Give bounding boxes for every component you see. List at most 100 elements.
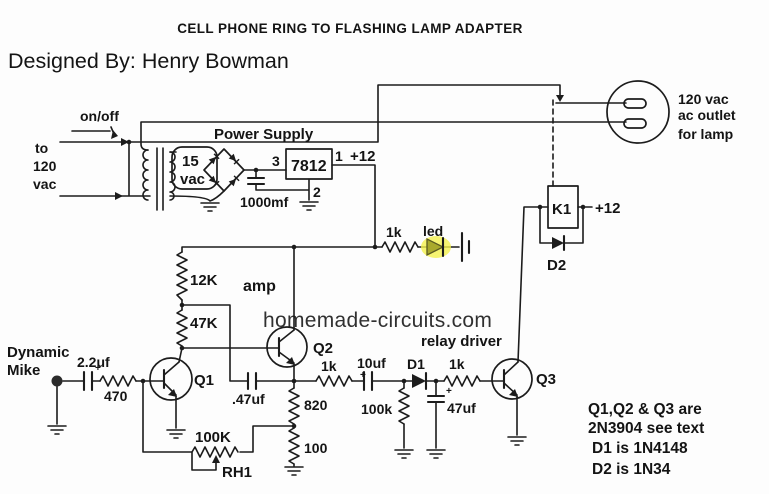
cap-1000mf: [246, 176, 266, 186]
resistor-100: [288, 427, 300, 465]
label-amp: amp: [243, 278, 276, 295]
label-15: 15: [182, 153, 199, 170]
label-dynamic: Dynamic: [7, 344, 70, 361]
label-1000mf: 1000mf: [240, 194, 289, 210]
ground-regulator: [299, 201, 319, 211]
cap-2.2uf: [82, 370, 94, 392]
ground-symbols: [47, 201, 527, 476]
label-1k-led: 1k: [386, 224, 402, 240]
ground-47uf: [426, 449, 446, 459]
label-pin1: 1: [335, 148, 343, 164]
resistor-1k-led: [381, 241, 419, 253]
label-plus12-relay: +12: [595, 200, 620, 217]
resistor-47k: [176, 309, 188, 347]
label-100k-shunt: 100k: [361, 401, 392, 417]
resistor-1k-base: [443, 375, 481, 387]
diode-d1: [412, 371, 428, 391]
ground-q1: [166, 429, 186, 439]
flow-arrows: [71, 95, 564, 463]
label-q2: Q2: [313, 340, 333, 357]
arrow-input-bottom: [115, 192, 123, 200]
label-d2: D2: [547, 257, 566, 274]
plus-2.2uf: +: [95, 363, 101, 374]
junction-dots: [126, 139, 586, 429]
note-line-4: D2 is 1N34: [592, 461, 671, 478]
label-relay-driver: relay driver: [421, 333, 502, 350]
transformer-core: [156, 147, 164, 211]
cap-0.47uf: [246, 371, 258, 391]
label-power-supply: Power Supply: [214, 126, 314, 143]
watermark: homemade-circuits.com: [263, 309, 492, 332]
outlet-label-3: for lamp: [678, 126, 733, 142]
resistor-1k-series: [315, 375, 353, 387]
label-plus12-supply: +12: [350, 148, 375, 165]
capacitors: [82, 176, 446, 404]
label-d1: D1: [407, 356, 425, 372]
resistors: [99, 241, 481, 465]
label-vac: vac: [33, 176, 57, 192]
label-rh1: RH1: [222, 464, 252, 481]
led-indicator: [421, 231, 471, 263]
resistor-100k-shunt: [398, 387, 410, 425]
resistor-470: [99, 375, 137, 387]
label-470: 470: [104, 388, 128, 404]
transistor-q3: [491, 358, 533, 400]
label-12k: 12K: [190, 272, 218, 289]
label-2.2uf: 2.2uf: [77, 354, 110, 370]
label-047uf: .47uf: [232, 391, 265, 407]
arrow-rail-to-contact: [556, 95, 564, 102]
ground-mike: [47, 425, 67, 435]
bridge-diamond: [203, 148, 245, 192]
label-led: led: [423, 223, 443, 239]
resistor-820: [288, 387, 300, 425]
label-sec-vac: vac: [180, 171, 205, 188]
label-on-off: on/off: [80, 108, 119, 124]
dynamic-mike-symbol: [51, 375, 63, 387]
label-47k: 47K: [190, 315, 218, 332]
outlet-slot-top: [623, 98, 647, 109]
ground-bridge: [200, 202, 220, 212]
bridge-rectifier: [203, 148, 245, 192]
potentiometer-100k: [191, 446, 239, 458]
label-pin3: 3: [272, 153, 280, 169]
regulator-7812-box: [285, 148, 333, 180]
cap-10uf: [362, 370, 374, 392]
signal-wires: [56, 206, 593, 471]
wire-network: [56, 84, 627, 471]
transformer: [142, 147, 176, 211]
label-to: to: [35, 140, 48, 156]
transistor-q2: [266, 326, 308, 368]
plus-47uf: +: [446, 386, 452, 397]
label-mike: Mike: [7, 362, 40, 379]
led-triangle: [426, 237, 445, 257]
outlet-slot-bottom: [623, 118, 647, 129]
plus-10uf: +: [360, 370, 366, 381]
onoff-switch-lever: [71, 126, 115, 135]
label-k1: K1: [552, 201, 571, 218]
label-100k-pot: 100K: [195, 429, 231, 446]
label-pin2: 2: [313, 184, 321, 200]
label-820: 820: [304, 397, 328, 413]
ac-outlet: [606, 80, 670, 144]
power-wires: [59, 84, 627, 248]
label-100: 100: [304, 440, 328, 456]
led-return-terminal: [460, 231, 471, 263]
note-line-3: D1 is 1N4148: [592, 440, 688, 457]
designer-credit: Designed By: Henry Bowman: [8, 49, 289, 73]
arrow-input-top: [121, 138, 129, 146]
transistor-q1: [149, 357, 193, 401]
ground-q3: [507, 436, 527, 446]
label-1k-base: 1k: [449, 356, 465, 372]
label-120: 120: [33, 158, 57, 174]
note-line-2: 2N3904 see text: [588, 420, 704, 437]
ground-emitter-divider: [284, 466, 304, 476]
outlet-label-1: 120 vac: [678, 91, 729, 107]
arrow-pot-wiper: [212, 455, 220, 463]
resistor-12k: [176, 251, 188, 301]
arrow-switch: [111, 130, 118, 139]
note-line-1: Q1,Q2 & Q3 are: [588, 401, 702, 418]
outlet-label-2: ac outlet: [678, 107, 736, 123]
label-10uf: 10uf: [357, 355, 386, 371]
cap-47uf: [426, 394, 446, 404]
